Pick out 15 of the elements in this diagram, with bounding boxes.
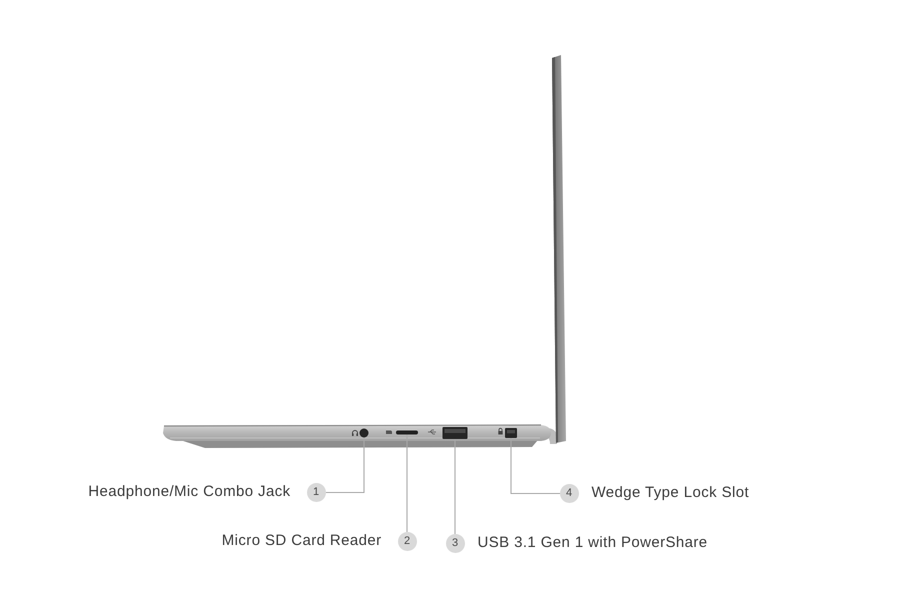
- port-label: Micro SD Card Reader: [222, 532, 382, 550]
- port-label: USB 3.1 Gen 1 with PowerShare: [478, 534, 708, 552]
- callout-number: 4: [560, 484, 578, 502]
- leader-line: [454, 438, 456, 534]
- leader-line: [406, 434, 408, 532]
- port-label: Wedge Type Lock Slot: [592, 484, 750, 502]
- callout-number: 1: [306, 482, 326, 502]
- callout-number: 3: [446, 534, 464, 552]
- usb-port: [442, 427, 468, 439]
- port-label: Headphone/Mic Combo Jack: [88, 483, 290, 501]
- lock-slot: [505, 428, 517, 438]
- leader-line: [326, 437, 364, 493]
- card-slot: [396, 430, 418, 434]
- callout-number: 2: [398, 532, 416, 550]
- audio-jack: [360, 428, 368, 438]
